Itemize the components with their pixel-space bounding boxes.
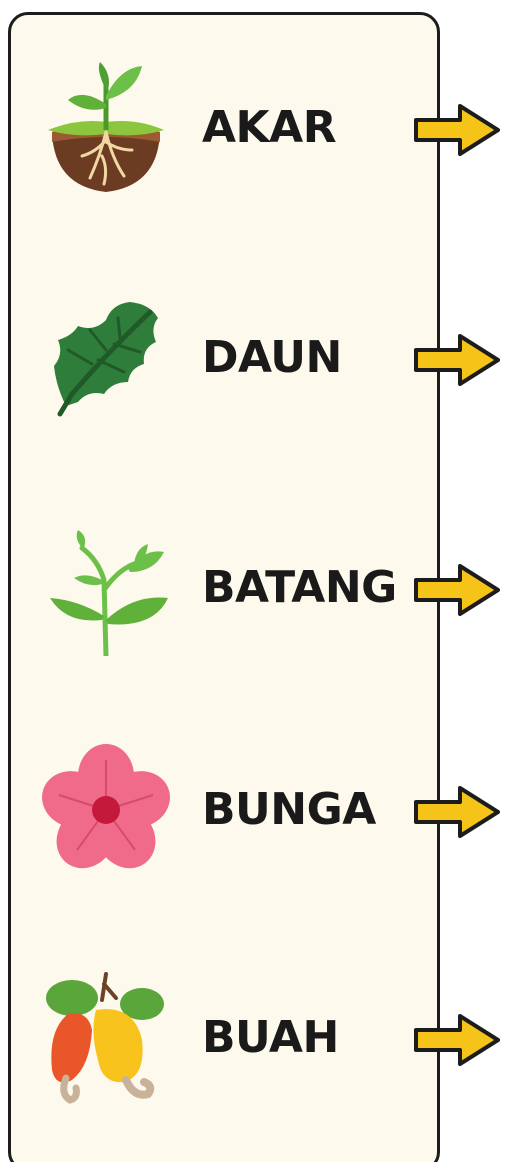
plant-part-row-akar: AKAR bbox=[0, 60, 510, 220]
plant-roots-icon bbox=[48, 62, 164, 192]
cashew-fruit-icon bbox=[46, 972, 164, 1104]
plant-part-row-batang: BATANG bbox=[0, 520, 510, 680]
arrow-right-icon[interactable] bbox=[410, 330, 506, 390]
plant-part-row-buah: BUAH bbox=[0, 970, 510, 1130]
plant-part-label: BATANG bbox=[202, 562, 397, 613]
plant-part-label: BUAH bbox=[202, 1012, 339, 1063]
arrow-right-icon[interactable] bbox=[410, 560, 506, 620]
plant-parts-panel bbox=[8, 12, 440, 1162]
arrow-right-icon[interactable] bbox=[410, 100, 506, 160]
plant-part-row-bunga: BUNGA bbox=[0, 742, 510, 902]
arrow-right-icon[interactable] bbox=[410, 1010, 506, 1070]
plant-part-label: BUNGA bbox=[202, 784, 376, 835]
stem-icon bbox=[50, 530, 168, 656]
plant-part-label: DAUN bbox=[202, 332, 342, 383]
plant-part-label: AKAR bbox=[202, 102, 337, 153]
plant-part-row-daun: DAUN bbox=[0, 290, 510, 450]
arrow-right-icon[interactable] bbox=[410, 782, 506, 842]
leaf-icon bbox=[54, 302, 158, 417]
flower-icon bbox=[42, 744, 170, 869]
